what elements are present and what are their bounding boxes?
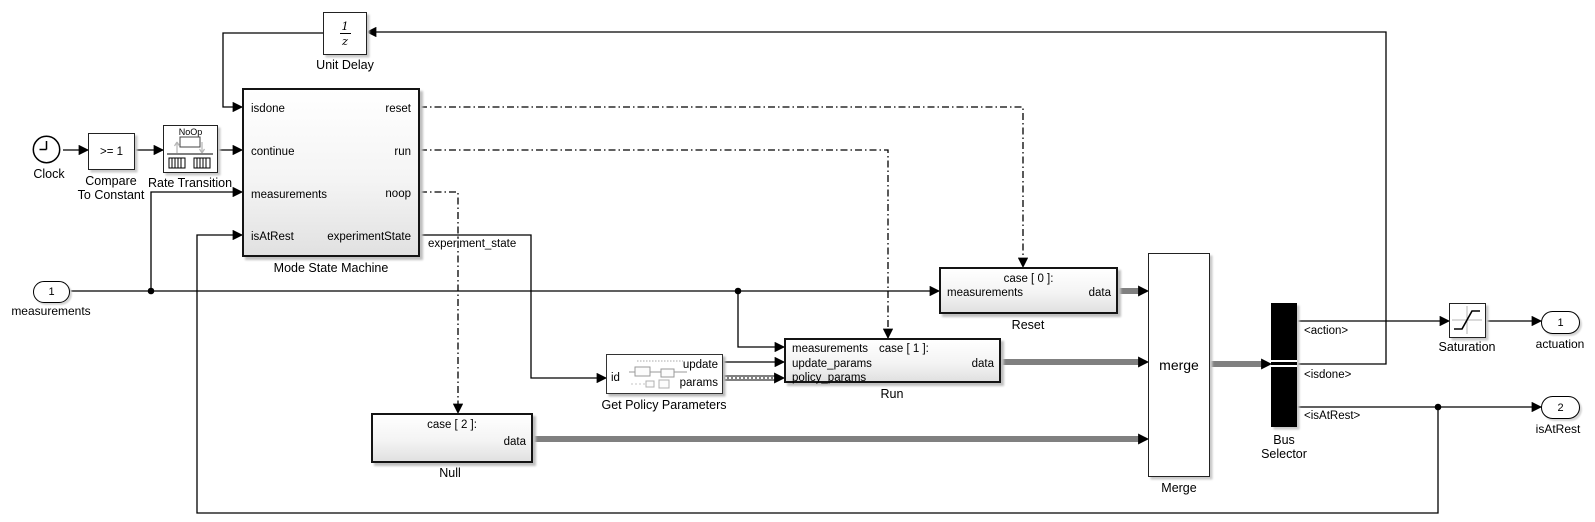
run-input-update-params: update_params: [792, 358, 872, 370]
outport-isatrest[interactable]: 2: [1541, 396, 1580, 419]
msm-output-reset: reset: [385, 103, 411, 115]
gpp-output-params: params: [679, 377, 718, 389]
inport-measurements[interactable]: 1: [33, 281, 70, 303]
get-policy-parameters-block[interactable]: id update params: [606, 354, 723, 394]
null-label: Null: [439, 466, 461, 480]
msm-input-continue: continue: [251, 146, 295, 158]
get-policy-parameters-label: Get Policy Parameters: [601, 398, 727, 412]
clock-label: Clock: [33, 167, 65, 181]
subsystem-preview-icon: [629, 360, 687, 389]
merge-label: Merge: [1161, 481, 1197, 495]
wire-unit-delay-to-isdone[interactable]: [222, 32, 323, 113]
null-case-label: case [ 2 ]:: [427, 419, 477, 431]
run-case-block[interactable]: measurements case [ 1 ]: update_params p…: [784, 338, 1001, 384]
compare-to-constant-label: Compare To Constant: [77, 174, 145, 202]
unit-delay-label: Unit Delay: [316, 58, 374, 72]
inport-measurements-label: measurements: [11, 304, 91, 318]
gpp-output-update: update: [682, 359, 718, 371]
signal-label-isatrest: <isAtRest>: [1304, 410, 1361, 422]
rate-transition-icon: [167, 136, 213, 169]
run-label: Run: [880, 387, 904, 401]
clock-icon: [32, 135, 61, 164]
wire-measurements-branch-to-msm[interactable]: [150, 186, 244, 291]
msm-output-experimentstate: experimentState: [327, 231, 411, 243]
merge-block[interactable]: merge: [1148, 253, 1210, 477]
bus-selector-label: Bus Selector: [1261, 433, 1307, 461]
run-case-label: case [ 1 ]:: [879, 343, 929, 355]
run-output-data: data: [971, 358, 994, 370]
msm-input-measurements: measurements: [251, 189, 328, 201]
wire-isdone-feedback[interactable]: [365, 26, 1387, 365]
reset-input-measurements: measurements: [947, 287, 1024, 299]
rate-transition-mode: NoOp: [178, 127, 203, 137]
compare-expression: >= 1: [99, 145, 124, 158]
unit-delay-block[interactable]: 1 z: [323, 12, 367, 55]
rate-transition-label: Rate Transition: [147, 176, 233, 190]
bus-params-to-policy-params[interactable]: [723, 372, 786, 384]
clock-block[interactable]: [31, 134, 62, 165]
wire-experiment-state[interactable]: [420, 234, 608, 384]
reset-output-data: data: [1088, 287, 1111, 299]
bus-selector-gap: [1271, 360, 1297, 367]
unit-delay-fraction: 1 z: [339, 18, 351, 49]
signal-label-action: <action>: [1304, 325, 1349, 337]
msm-input-isatrest: isAtRest: [251, 231, 294, 243]
bus-reset-data-to-merge[interactable]: [1118, 285, 1150, 297]
mode-state-machine-label: Mode State Machine: [273, 261, 389, 275]
compare-to-constant-block[interactable]: >= 1: [88, 133, 135, 170]
branch-dot-measurements-left: [147, 287, 155, 295]
saturation-block[interactable]: [1449, 303, 1486, 338]
fraction-bar: [339, 32, 351, 35]
saturation-icon: [1452, 306, 1482, 334]
null-case-block[interactable]: case [ 2 ]: data: [371, 413, 533, 463]
gpp-input-id: id: [611, 372, 620, 384]
signal-label-isdone: <isdone>: [1304, 369, 1352, 381]
msm-output-noop: noop: [385, 188, 411, 200]
bus-null-data-to-merge[interactable]: [533, 433, 1150, 445]
branch-dot-isatrest: [1434, 403, 1442, 411]
outport-actuation[interactable]: 1: [1541, 311, 1580, 334]
msm-input-isdone: isdone: [251, 103, 285, 115]
mode-state-machine-block[interactable]: isdone continue measurements isAtRest re…: [242, 88, 420, 257]
run-input-policy-params: policy_params: [792, 372, 867, 384]
outport-actuation-label: actuation: [1535, 337, 1585, 351]
wire-run-action[interactable]: [420, 149, 894, 340]
reset-case-block[interactable]: case [ 0 ]: measurements data: [939, 267, 1118, 314]
inport-measurements-number: 1: [48, 286, 55, 298]
saturation-label: Saturation: [1438, 340, 1496, 354]
reset-case-label: case [ 0 ]:: [1003, 273, 1054, 285]
run-input-measurements: measurements: [792, 343, 869, 355]
outport-actuation-number: 1: [1557, 316, 1564, 329]
rate-transition-block[interactable]: NoOp: [163, 125, 218, 173]
reset-label: Reset: [1011, 318, 1045, 332]
bus-merge-to-bus-selector[interactable]: [1210, 358, 1273, 370]
bus-run-data-to-merge[interactable]: [1001, 356, 1150, 368]
branch-dot-measurements-run: [734, 287, 742, 295]
wire-measurements-branch-to-run[interactable]: [737, 291, 786, 353]
msm-output-run: run: [394, 146, 411, 158]
merge-text: merge: [1159, 357, 1199, 373]
bus-selector-block[interactable]: [1271, 303, 1297, 427]
signal-label-experiment-state: experiment_state: [428, 238, 517, 250]
wire-isatrest-feedback[interactable]: [196, 229, 1439, 514]
null-output-data: data: [503, 436, 526, 448]
wire-noop-action[interactable]: [420, 191, 464, 415]
outport-isatrest-label: isAtRest: [1535, 422, 1581, 436]
outport-isatrest-number: 2: [1557, 401, 1564, 414]
